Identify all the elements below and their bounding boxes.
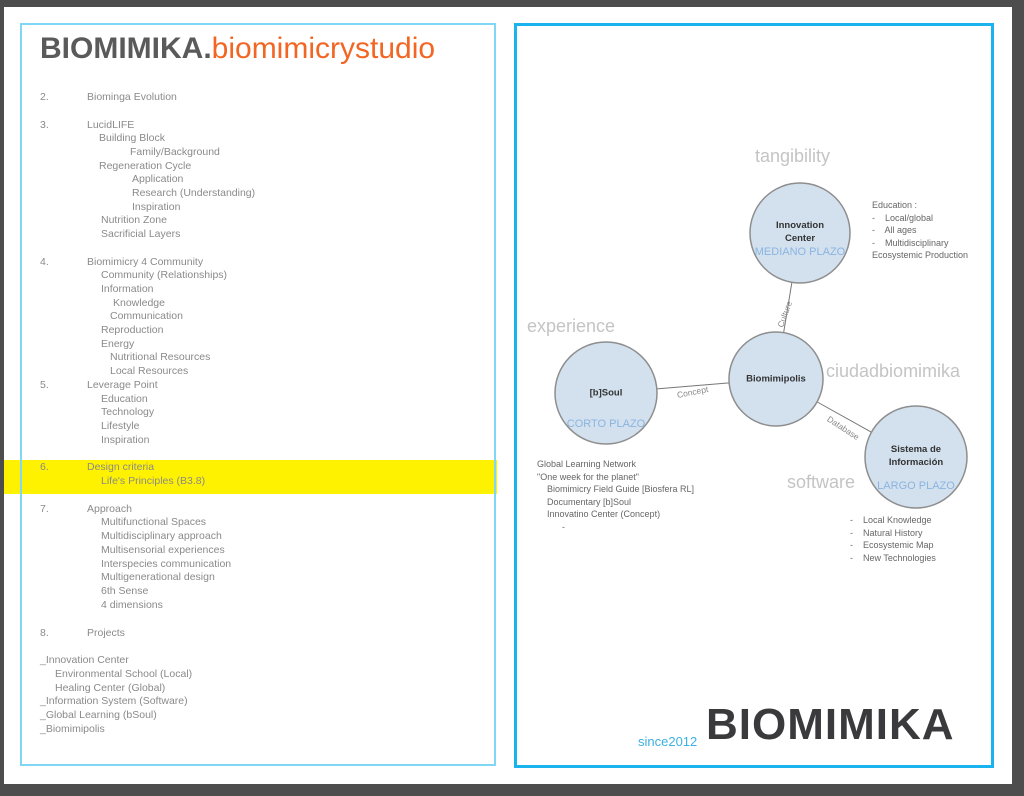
note-line: Education : [872,200,918,210]
toc-item: Knowledge [113,297,165,309]
node-bsoul [554,341,658,445]
diagram-word-tangibility: tangibility [755,146,831,166]
toc-number: 4. [40,256,49,268]
edge-concept [656,382,730,390]
node-plazo-innovation: MEDIANO PLAZO [754,246,846,258]
project-item: _Innovation Center [40,654,129,666]
left-page-frame [20,23,496,766]
note-line: "One week for the planet" [537,471,639,482]
note-line: - Local Knowledge [850,515,932,525]
toc-number: 8. [40,627,49,639]
node-innovation [749,182,851,284]
brand-title-main: BIOMIMIKA. [40,32,212,65]
note-line: Global Learning Network [537,459,637,469]
toc-item: Technology [101,406,155,418]
diagram-word-ciudad: ciudadbiomimika [826,361,961,381]
note-line: - All ages [872,225,917,235]
toc-item: Research (Understanding) [132,187,256,199]
toc-item: Multidisciplinary approach [101,530,222,542]
diagram-word-experience: experience [527,316,616,336]
toc-number: 5. [40,379,49,391]
toc-item: Community (Relationships) [101,269,228,281]
toc-item: 4 dimensions [101,599,163,611]
toc-item: Inspiration [132,201,181,213]
node-biomimipolis [728,331,824,427]
node-label-biomimipolis: Biomimipolis [746,373,806,385]
toc-item: Local Resources [110,365,189,377]
toc-number: 6. [40,461,49,473]
note-line: - Ecosystemic Map [850,540,934,550]
note-line: - Local/global [872,212,934,223]
project-item: Environmental School (Local) [55,668,193,680]
note-line: - Multidisciplinary [872,237,949,248]
toc-item: Design criteria [87,461,155,473]
edge-culture [783,282,793,333]
toc-item: Multisensorial experiences [101,544,225,556]
note-line: Innovatino Center (Concept) [537,509,661,519]
project-item: _Global Learning (bSoul) [40,709,157,721]
toc-item: Biominga Evolution [87,91,177,103]
project-item: _Information System (Software) [40,695,188,707]
toc-item: Lifestyle [101,420,140,432]
brand-title-sub: biomimicrystudio [211,32,436,65]
toc-item: Family/Background [130,146,220,158]
toc-number: 3. [40,119,49,131]
toc-item: Multigenerational design [101,571,215,583]
document-page [4,7,1012,784]
toc-item: Projects [87,627,125,639]
node-plazo-bsoul: CORTO PLAZO [566,418,646,430]
toc-item: Sacrificial Layers [101,228,181,240]
left-frame-edge-over-highlight [20,460,22,494]
note-global-learning: Global Learning Network "One week for the… [537,458,694,533]
diagram-word-software: software [787,472,856,492]
toc-item: Building Block [99,132,165,144]
toc-item: Nutritional Resources [110,351,211,363]
toc-number: 2. [40,91,49,103]
toc-number: 7. [40,503,49,515]
toc-item: 6th Sense [101,585,149,597]
footer-since: since2012 [638,734,698,749]
toc-item: Regeneration Cycle [99,160,192,172]
toc-item: Life's Principles (B3.8) [101,475,206,487]
note-line: Documentary [b]Soul [537,496,632,507]
edge-database [816,401,872,433]
project-item: _Biomimipolis [40,723,105,735]
highlight-design-criteria [4,460,497,494]
toc-item: Energy [101,338,135,350]
brand-title: BIOMIMIKA.biomimicrystudio [40,32,435,66]
right-page-frame [514,23,994,768]
note-line: Ecosystemic Production [872,250,969,260]
note-line: - [537,521,566,532]
toc-item: Leverage Point [87,379,158,391]
toc-item: Information [101,283,154,295]
toc-item: LucidLIFE [87,119,135,131]
note-education: Education : - Local/global - All ages - Mul… [872,199,968,262]
toc-item: Nutrition Zone [101,214,167,226]
toc-item: Reproduction [101,324,164,336]
note-line: - Natural History [850,527,923,538]
node-sistema [864,405,968,509]
toc-item: Communication [110,310,183,322]
toc-item: Application [132,173,184,185]
toc-item: Multifunctional Spaces [101,516,207,528]
node-plazo-sistema: LARGO PLAZO [877,480,955,492]
note-sistema: - Local Knowledge - Natural History - Ecos… [850,514,936,564]
toc-item: Inspiration [101,434,150,446]
node-label-bsoul: [b]Soul [589,387,623,399]
footer-brand-logo: BIOMIMIKA [706,700,955,749]
toc-item: Education [101,393,148,405]
project-item: Healing Center (Global) [55,682,166,694]
note-line: Biomimicry Field Guide [Biosfera RL] [537,484,695,494]
toc-item: Approach [87,503,132,515]
note-line: - New Technologies [850,552,936,563]
toc-item: Interspecies communication [101,558,232,570]
toc-item: Biomimicry 4 Community [87,256,204,268]
